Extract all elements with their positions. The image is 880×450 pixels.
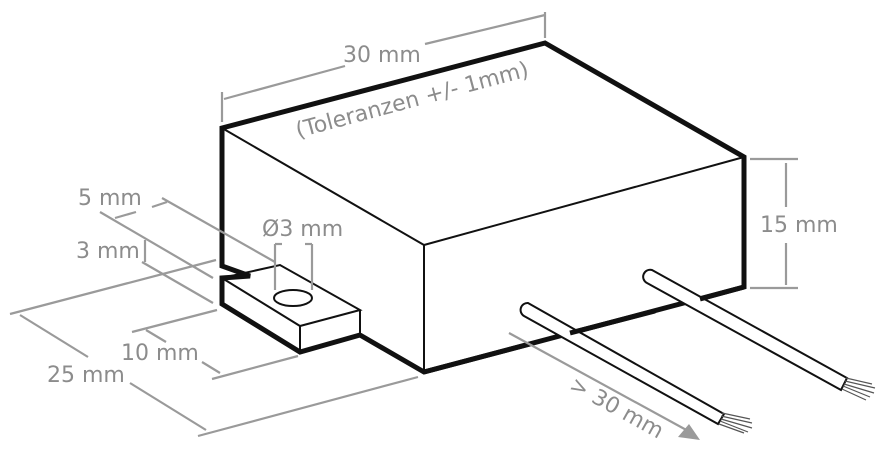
tab-length-label: 5 mm (78, 186, 142, 211)
dimension-height: 15 mm (750, 157, 838, 290)
dimension-depth: 25 mm (9, 258, 419, 438)
depth-label: 25 mm (47, 363, 125, 388)
hole-diameter-label: Ø3 mm (262, 217, 343, 242)
wire-2 (642, 268, 876, 401)
arrow-head-icon (678, 424, 700, 440)
mounting-hole (273, 289, 313, 307)
height-label: 15 mm (760, 213, 838, 238)
width-label: 30 mm (343, 43, 421, 68)
tab-thickness-label: 3 mm (76, 239, 140, 264)
tab-width-label: 10 mm (121, 341, 199, 366)
dimension-tab: 5 mm 3 mm (76, 186, 276, 304)
housing (219, 40, 747, 375)
dimension-tab-width: 10 mm (121, 308, 299, 381)
dimension-hole: Ø3 mm (262, 217, 343, 290)
mounting-tab (219, 258, 363, 355)
